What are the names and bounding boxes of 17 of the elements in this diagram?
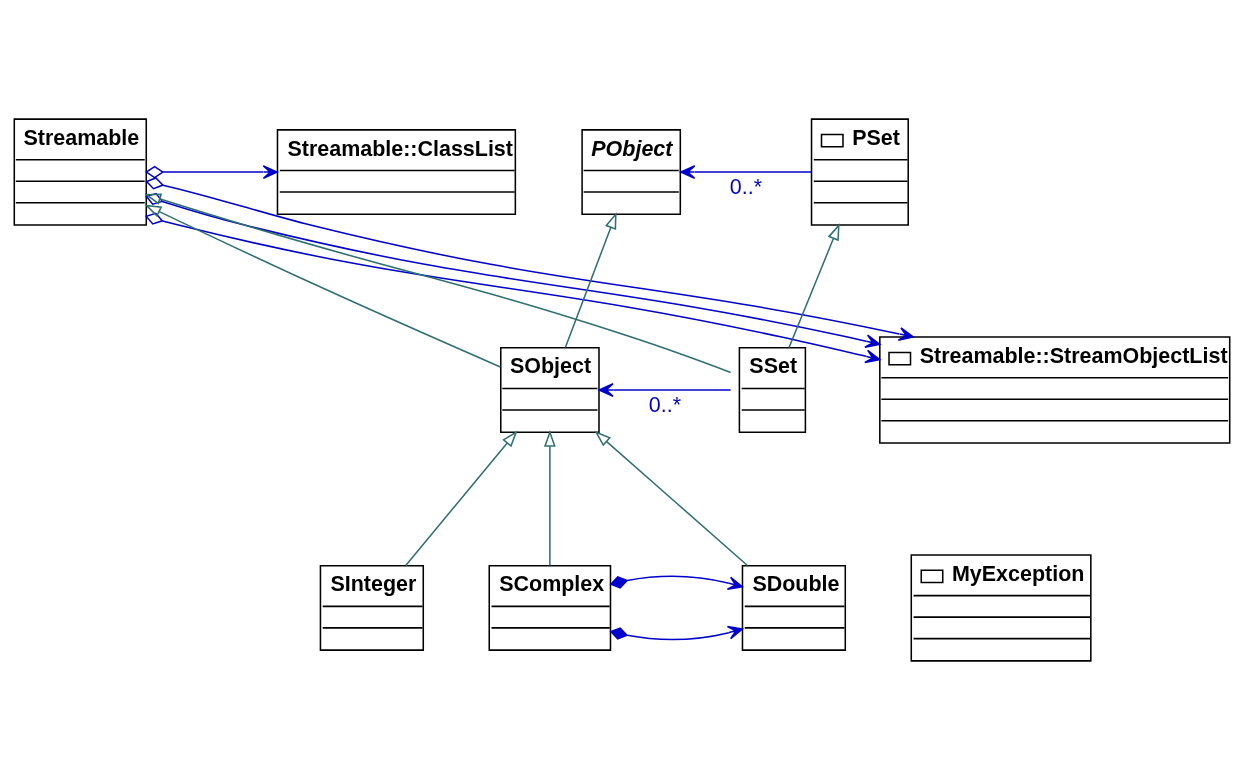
arrow	[788, 223, 840, 349]
arrow	[594, 430, 749, 567]
arrow	[145, 177, 914, 341]
arrow	[405, 430, 518, 567]
arrow	[144, 204, 502, 368]
arrow	[680, 165, 813, 180]
arrow	[609, 575, 744, 590]
arrow	[609, 625, 744, 641]
arrow	[144, 193, 732, 374]
edge-label: 0..*	[648, 392, 682, 417]
arrow	[144, 212, 881, 364]
arrow	[598, 383, 732, 397]
arrow	[543, 429, 556, 567]
arrow	[145, 192, 881, 348]
edge-label: 0..*	[729, 174, 763, 199]
arrow	[564, 212, 617, 349]
arrow	[144, 165, 278, 180]
